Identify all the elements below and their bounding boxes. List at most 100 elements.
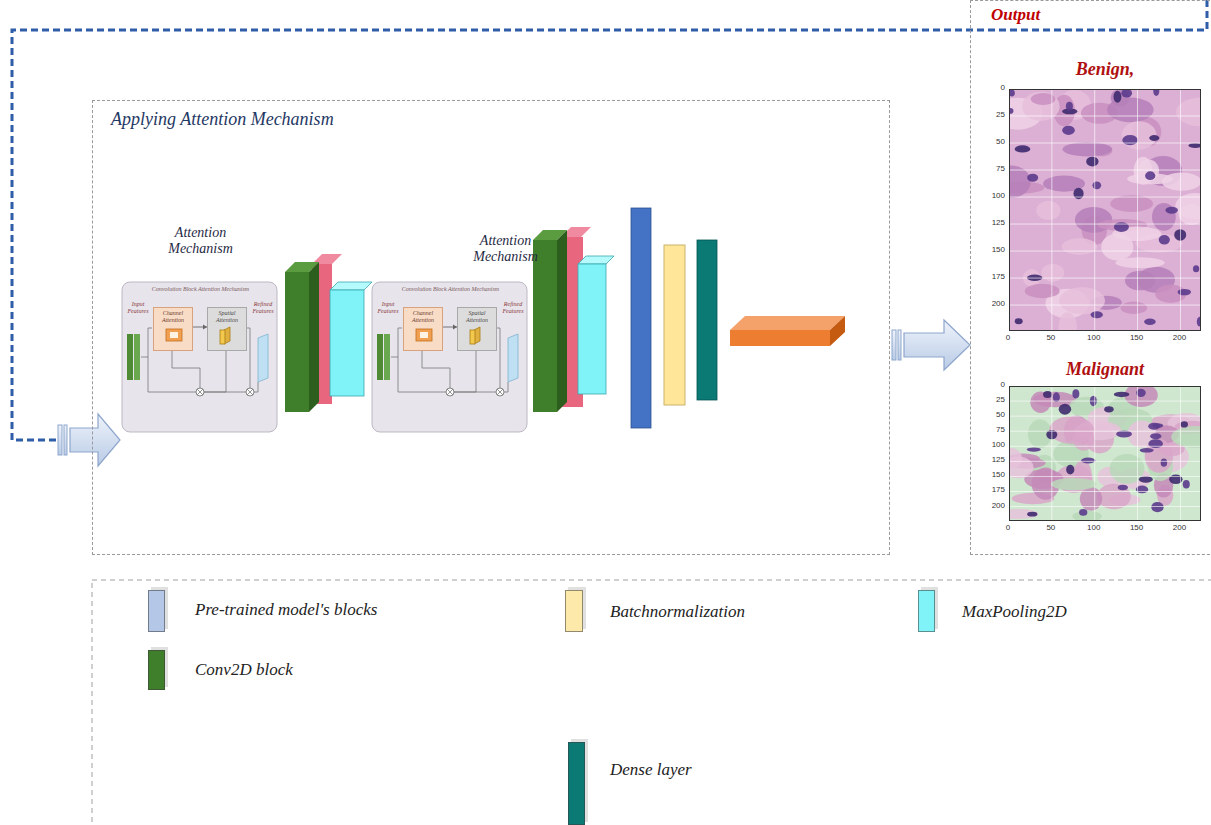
grid-line [1009,224,1201,225]
tissue-cell [1009,509,1038,519]
tissue-cell [1176,98,1201,126]
feature-label: Input Features [124,301,152,315]
output-panel: OutputBenign, Malignant [970,0,1211,555]
grid-line [1137,386,1138,521]
axis-tick: 150 [982,470,1005,479]
grid-line [1180,89,1181,331]
axis-tick: 50 [982,410,1005,419]
cell-nucleus [1139,476,1153,483]
cell-nucleus [1086,157,1098,167]
legend-swatch [568,742,585,825]
cell-nucleus [1121,89,1132,97]
axis-tick: 75 [982,425,1005,434]
grid-line [1009,305,1201,306]
grid-line [1009,506,1201,507]
cell-nucleus [1053,392,1060,402]
conv-block [285,272,309,412]
input-feature-bar [134,334,140,380]
connector [892,320,970,370]
channel-attention-box: Channel Attention [153,307,193,351]
attention-icon [404,326,444,346]
class-heading: Benign, [1009,59,1201,80]
cell-nucleus [1081,458,1095,464]
tissue-cell [1058,312,1076,331]
tissue-cell [1120,302,1147,314]
tissue-cell [1041,264,1064,282]
axis-tick: 50 [1036,523,1066,532]
input-feature-bar [377,334,383,380]
feature-label: Input Features [374,301,402,315]
tissue-cell [1022,92,1060,121]
channel-icon-core [420,332,428,338]
conv-block-side [557,230,567,412]
axis-tick: 150 [1122,523,1152,532]
output-title: Output [991,5,1040,25]
cell-nucleus [1145,171,1155,180]
cell-nucleus [1066,465,1074,475]
cell-nucleus [1114,392,1130,397]
axis-tick: 100 [1079,333,1109,342]
tissue-cell [1059,287,1105,314]
channel-icon [166,329,182,341]
grid-line [1094,386,1095,521]
cell-nucleus [1159,235,1170,244]
malignant-image: Malignant [1009,386,1201,521]
axis-tick: 25 [982,110,1005,119]
legend-label: Conv2D block [195,660,293,680]
channel-icon [416,329,432,341]
histology-image [1009,386,1201,521]
axis-tick: 200 [1164,333,1194,342]
tissue-cell [1062,238,1098,255]
refined-feature-block [258,334,268,382]
block-heading: Attention Mechanism [143,225,258,257]
grid-line [1009,446,1201,447]
axis-tick: 0 [993,333,1023,342]
channel-icon-core [170,332,178,338]
axis-tick: 75 [982,164,1005,173]
axis-tick: 125 [982,455,1005,464]
axis-tick: 0 [993,523,1023,532]
cbam-block: Attention MechanismConvolution Block Att… [123,283,278,433]
input-arrow-bar [58,425,62,455]
multiply-cross [447,389,453,395]
cell-nucleus [1079,509,1087,516]
block-heading: Attention Mechanism [448,233,563,265]
grid-line [1009,401,1201,402]
grid-line [1009,197,1201,198]
attention-label: Channel Attention [155,310,191,324]
cell-nucleus [1027,447,1041,451]
tissue-cell [1125,271,1155,291]
grid-line [1009,278,1201,279]
connector-arrow [904,320,970,370]
cell-nucleus [1072,389,1079,398]
connector-bar [898,330,901,360]
pool-block-top [330,282,372,290]
cell-nucleus [1144,319,1156,325]
legend-frame [92,580,1211,825]
cell-nucleus [1113,91,1121,103]
multiply-symbol [196,388,204,396]
feature-label: Refined Features [248,301,278,315]
cell-nucleus [1149,135,1159,141]
cell-nucleus [1153,89,1159,96]
tissue-cell [1171,426,1201,448]
tissue-cell [1051,478,1097,490]
axis-tick: 50 [982,137,1005,146]
spatial-icon [220,330,225,344]
tissue-cell [1125,386,1158,407]
cell-nucleus [1062,126,1075,135]
axis-tick: 50 [1036,333,1066,342]
cbam-title: Convolution Block Attention Mechanism [123,286,278,293]
tissue-cell [1036,201,1060,220]
tissue-cell [1097,484,1131,510]
grid-line [1009,491,1201,492]
grid-line [1009,116,1201,117]
cbam-block: Attention MechanismConvolution Block Att… [373,283,528,433]
pool-block [578,264,606,394]
grid-line [1009,431,1201,432]
axis-tick: 125 [982,218,1005,227]
tissue-cell [1009,166,1031,198]
grid-line [1051,89,1052,331]
tissue-cell [1063,142,1113,156]
input-feature-bar [127,334,133,380]
